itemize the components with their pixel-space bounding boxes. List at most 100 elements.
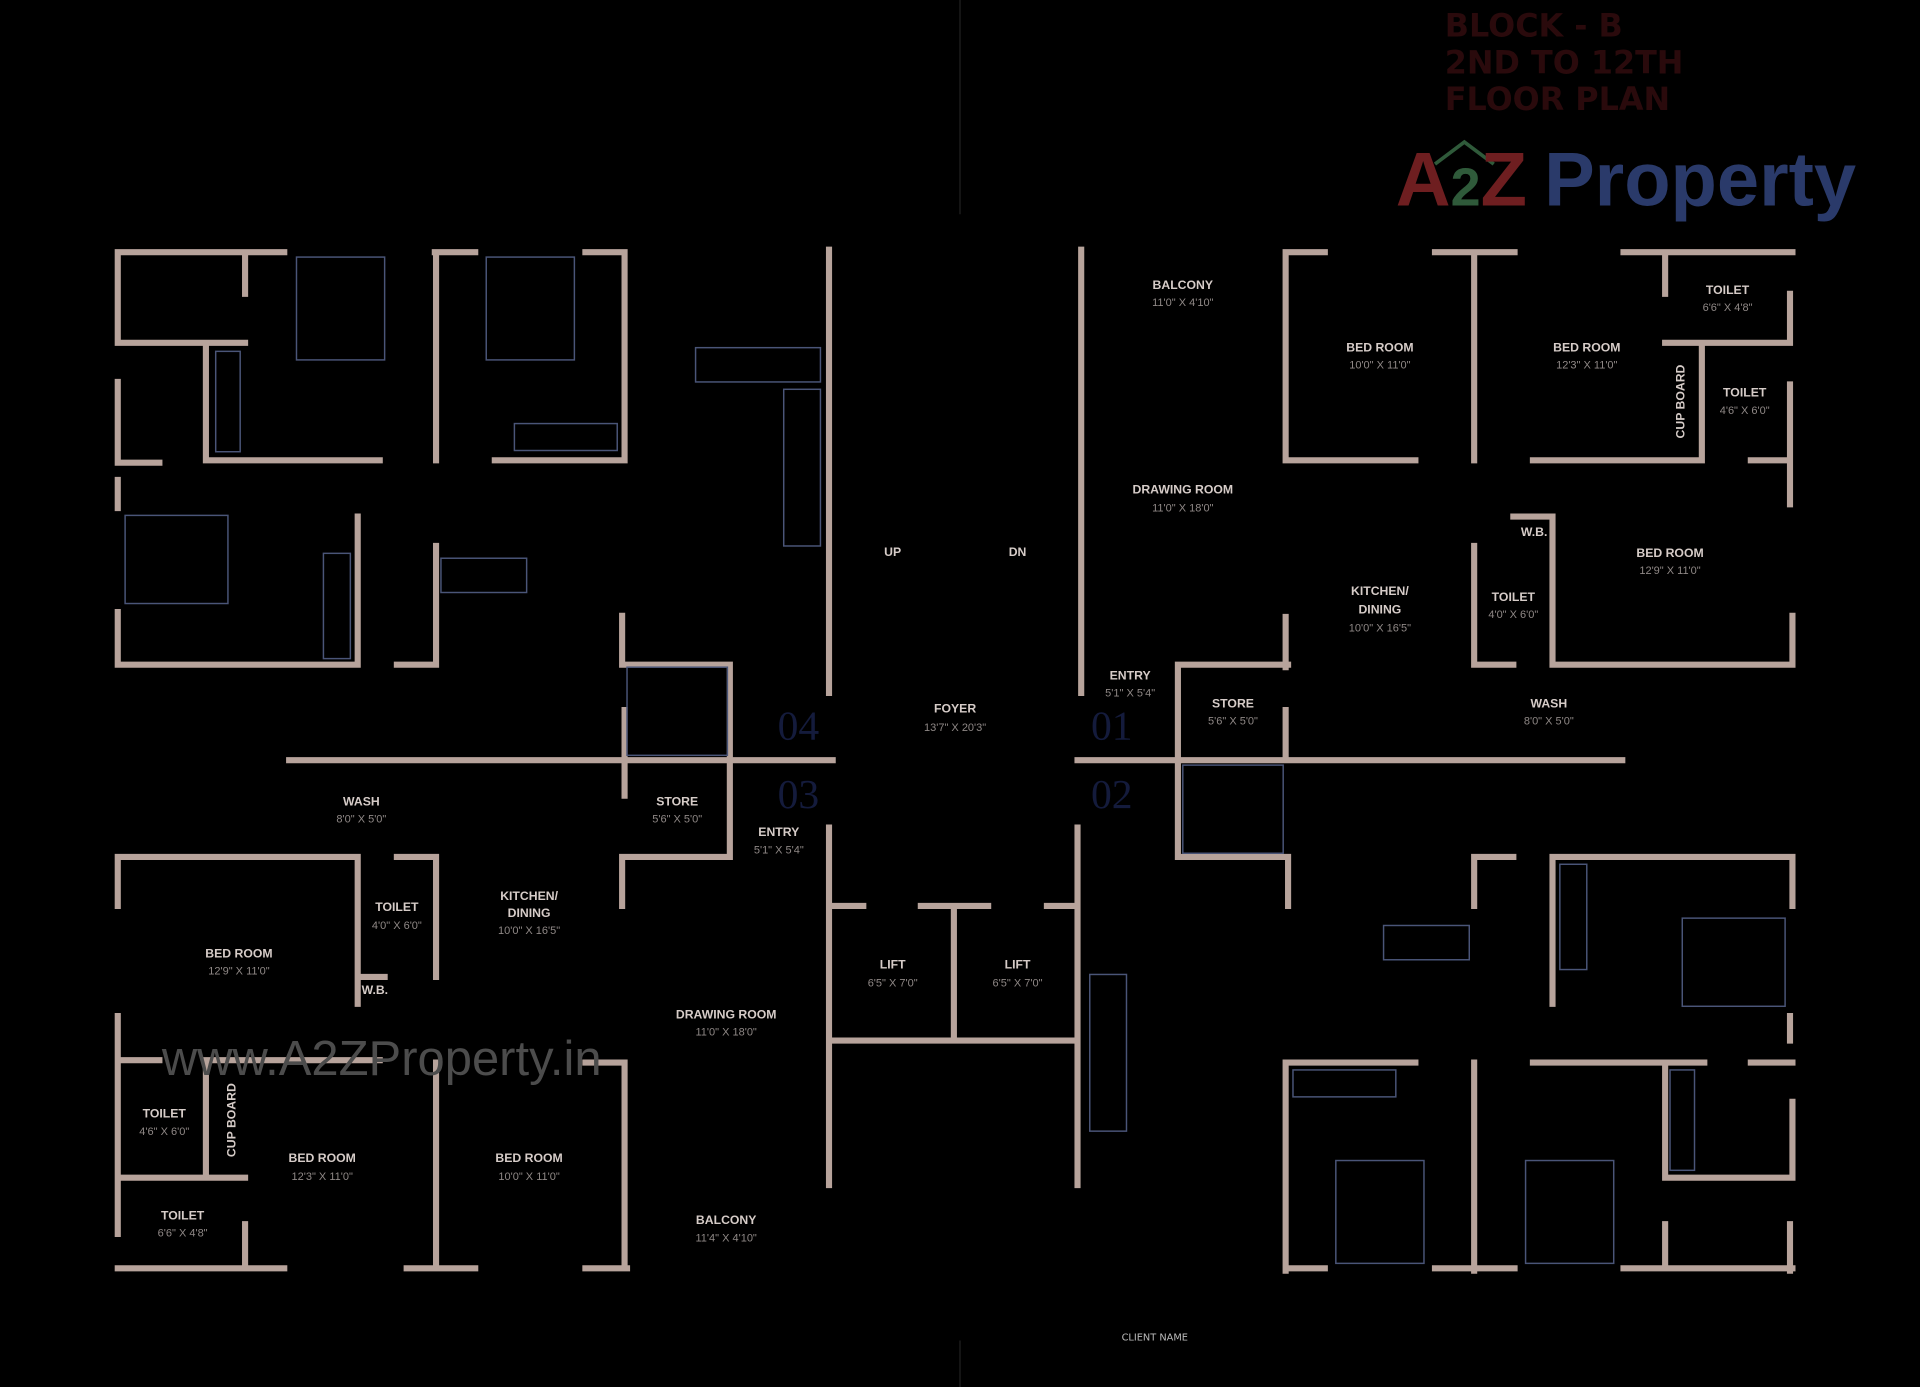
room-size: 10'0" X 16'5" xyxy=(498,925,560,937)
room-size: 10'0" X 16'5" xyxy=(1349,623,1411,635)
unit-number-01: 01 xyxy=(1091,703,1133,749)
room-size: 12'9" X 11'0" xyxy=(208,965,269,977)
room-name: ENTRY xyxy=(1110,668,1151,682)
bed-icon xyxy=(485,256,576,361)
room-name: KITCHEN/ xyxy=(500,889,558,903)
wash-basin-label: W.B. xyxy=(362,983,389,997)
block-title: BLOCK - B 2ND TO 12TH FLOOR PLAN xyxy=(1445,7,1684,118)
room-size: 4'6" X 6'0" xyxy=(1720,405,1770,417)
room-name: DRAWING ROOM xyxy=(676,1008,777,1022)
cupboard-label: CUP BOARD xyxy=(224,1083,238,1157)
room-name: DINING xyxy=(1358,602,1401,616)
room-size: 12'3" X 11'0" xyxy=(292,1171,353,1183)
room-size: 8'0" X 5'0" xyxy=(336,814,386,826)
floor-range: 2ND TO 12TH xyxy=(1445,43,1684,81)
bed-icon xyxy=(295,256,386,361)
dining-table-icon xyxy=(440,557,528,594)
room-size: 4'0" X 6'0" xyxy=(1488,609,1538,621)
room-name: ENTRY xyxy=(758,825,799,839)
room-name: TOILET xyxy=(143,1107,187,1121)
room-name: STORE xyxy=(1212,697,1254,711)
cupboard-label: CUP BOARD xyxy=(1674,364,1688,438)
room-size: 5'1" X 5'4" xyxy=(1105,688,1155,700)
room-name: BED ROOM xyxy=(289,1151,356,1165)
room-size: 12'3" X 11'0" xyxy=(1556,359,1617,371)
client-name-label: CLIENT NAME xyxy=(1122,1332,1188,1343)
house-roof-icon xyxy=(1433,139,1495,166)
room-size: 6'5" X 7'0" xyxy=(868,978,918,990)
sofa-icon xyxy=(1089,973,1128,1132)
room-name: BALCONY xyxy=(696,1213,757,1227)
unit-number-04: 04 xyxy=(778,703,820,749)
room-size: 11'4" X 4'10" xyxy=(696,1232,757,1244)
bed-icon xyxy=(1524,1159,1615,1265)
unit-01-labels: BALCONY 11'0" X 4'10" BED ROOM 10'0" X 1… xyxy=(1105,278,1770,728)
room-name: DINING xyxy=(508,906,551,920)
kitchen-counter-icon xyxy=(626,666,729,757)
room-name: BED ROOM xyxy=(1346,340,1413,354)
room-name: TOILET xyxy=(375,900,419,914)
room-size: 6'6" X 4'8" xyxy=(158,1227,208,1239)
room-size: 6'5" X 7'0" xyxy=(993,978,1043,990)
kitchen-counter-icon xyxy=(1182,764,1284,854)
wardrobe-icon xyxy=(1292,1069,1397,1098)
room-name: KITCHEN/ xyxy=(1351,584,1409,598)
walls xyxy=(114,246,1796,1274)
room-name: LIFT xyxy=(880,957,906,971)
room-name: WASH xyxy=(1530,697,1567,711)
bed-icon xyxy=(1335,1159,1425,1265)
unit-number-03: 03 xyxy=(778,772,820,818)
wardrobe-icon xyxy=(214,350,241,453)
room-name: STORE xyxy=(656,795,698,809)
logo-z: Z xyxy=(1481,138,1527,223)
logo-a: A xyxy=(1396,138,1451,223)
room-size: 5'1" X 5'4" xyxy=(754,844,804,856)
stair-down-label: DN xyxy=(1009,545,1027,559)
room-name: BED ROOM xyxy=(1553,340,1620,354)
stair-up-label: UP xyxy=(884,545,901,559)
wardrobe-icon xyxy=(513,422,618,452)
room-size: 6'6" X 4'8" xyxy=(1703,302,1753,314)
room-name: BALCONY xyxy=(1153,278,1214,292)
wardrobe-icon xyxy=(1669,1069,1696,1172)
bed-icon xyxy=(1681,917,1786,1008)
room-name: WASH xyxy=(343,795,380,809)
room-size: 12'9" X 11'0" xyxy=(1639,565,1700,577)
room-size: 10'0" X 11'0" xyxy=(498,1171,559,1183)
room-size: 5'6" X 5'0" xyxy=(652,814,702,826)
watermark: www.A2ZProperty.in xyxy=(161,1032,602,1086)
room-size: 8'0" X 5'0" xyxy=(1524,716,1574,728)
room-name: BED ROOM xyxy=(1636,546,1703,560)
room-name: BED ROOM xyxy=(205,946,272,960)
wash-basin-label: W.B. xyxy=(1521,525,1548,539)
room-name: DRAWING ROOM xyxy=(1133,482,1234,496)
plan-label: FLOOR PLAN xyxy=(1445,80,1670,118)
room-name: LIFT xyxy=(1005,957,1031,971)
block-name: BLOCK - B xyxy=(1445,7,1623,45)
room-name: TOILET xyxy=(1706,283,1750,297)
bed-icon xyxy=(124,514,229,605)
wardrobe-icon xyxy=(322,552,352,660)
unit-number-02: 02 xyxy=(1091,772,1133,818)
sofa-icon xyxy=(782,388,822,547)
room-name: TOILET xyxy=(1492,590,1536,604)
dining-table-icon xyxy=(1382,924,1470,961)
room-name: TOILET xyxy=(161,1208,205,1222)
room-size: 11'0" X 18'0" xyxy=(696,1027,757,1039)
room-name: BED ROOM xyxy=(495,1151,562,1165)
room-size: 13'7" X 20'3" xyxy=(924,722,986,734)
furniture xyxy=(124,256,1786,1265)
room-size: 4'0" X 6'0" xyxy=(372,920,422,932)
core-labels: UP DN FOYER 13'7" X 20'3" LIFT 6'5" X 7'… xyxy=(868,545,1043,990)
sofa-icon xyxy=(694,346,822,383)
room-name: FOYER xyxy=(934,701,976,715)
wardrobe-icon xyxy=(1559,863,1588,971)
unit-03-labels: WASH 8'0" X 5'0" STORE 5'6" X 5'0" ENTRY… xyxy=(139,795,804,1245)
room-name: TOILET xyxy=(1723,386,1767,400)
room-size: 11'0" X 4'10" xyxy=(1152,297,1213,309)
room-size: 5'6" X 5'0" xyxy=(1208,716,1258,728)
room-size: 10'0" X 11'0" xyxy=(1349,359,1410,371)
